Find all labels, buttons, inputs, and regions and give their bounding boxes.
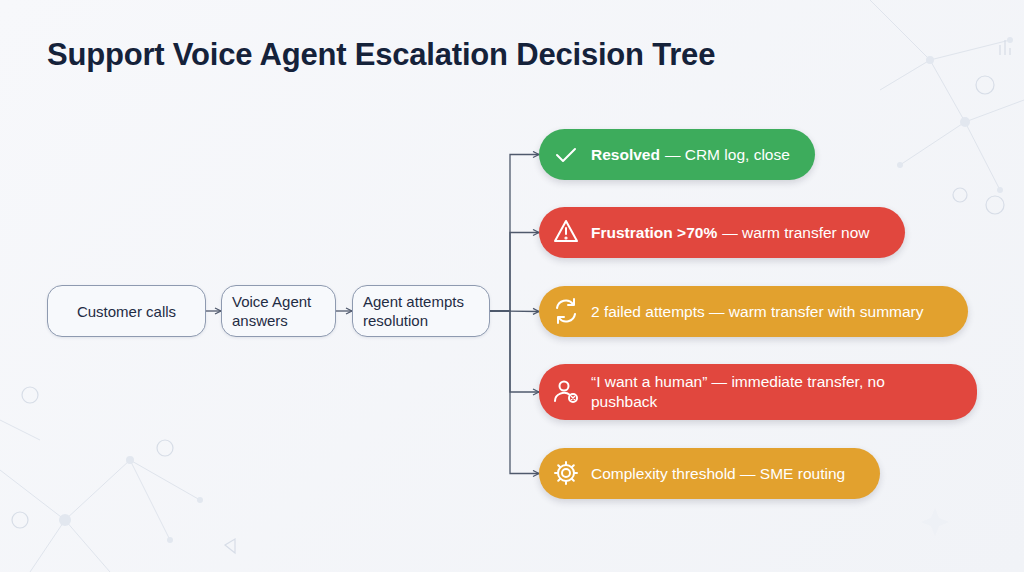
- person-icon: [555, 382, 577, 403]
- connector-arrow: [490, 311, 539, 392]
- node-heading: Frustration >70%: [591, 223, 717, 243]
- refresh-icon: [557, 299, 575, 323]
- process-box: Agent attempts resolution: [352, 285, 490, 337]
- node-label: — CRM log, close: [665, 145, 790, 165]
- check-icon: [557, 149, 575, 161]
- escalation-pill: “I want a human” — immediate transfer, n…: [539, 364, 977, 420]
- node-label: Complexity threshold — SME routing: [591, 464, 845, 484]
- node-label: 2 failed attempts — warm transfer with s…: [591, 302, 924, 322]
- connector-arrow: [490, 155, 539, 312]
- node-label: Voice Agent answers: [232, 292, 325, 330]
- warning-icon: [555, 221, 577, 241]
- gear-icon: [555, 462, 577, 484]
- connector-arrow: [206, 310, 221, 311]
- node-label: — warm transfer now: [722, 223, 869, 243]
- routing-pill: Complexity threshold — SME routing: [539, 448, 880, 499]
- process-box: Voice Agent answers: [221, 285, 336, 337]
- node-label: Agent attempts resolution: [363, 292, 479, 330]
- start-box: Customer calls: [47, 285, 206, 337]
- node-heading: Resolved: [591, 145, 660, 165]
- connector-arrow: [490, 311, 539, 474]
- node-label: Customer calls: [77, 302, 176, 321]
- diagram-title: Support Voice Agent Escalation Decision …: [47, 37, 715, 73]
- node-label: “I want a human” — immediate transfer, n…: [591, 372, 943, 412]
- connector-arrow: [336, 310, 352, 311]
- escalation-pill: Frustration >70%— warm transfer now: [539, 207, 905, 258]
- escalation-pill: 2 failed attempts — warm transfer with s…: [539, 286, 968, 337]
- connector-arrow: [490, 233, 539, 312]
- outcome-pill: Resolved— CRM log, close: [539, 129, 815, 180]
